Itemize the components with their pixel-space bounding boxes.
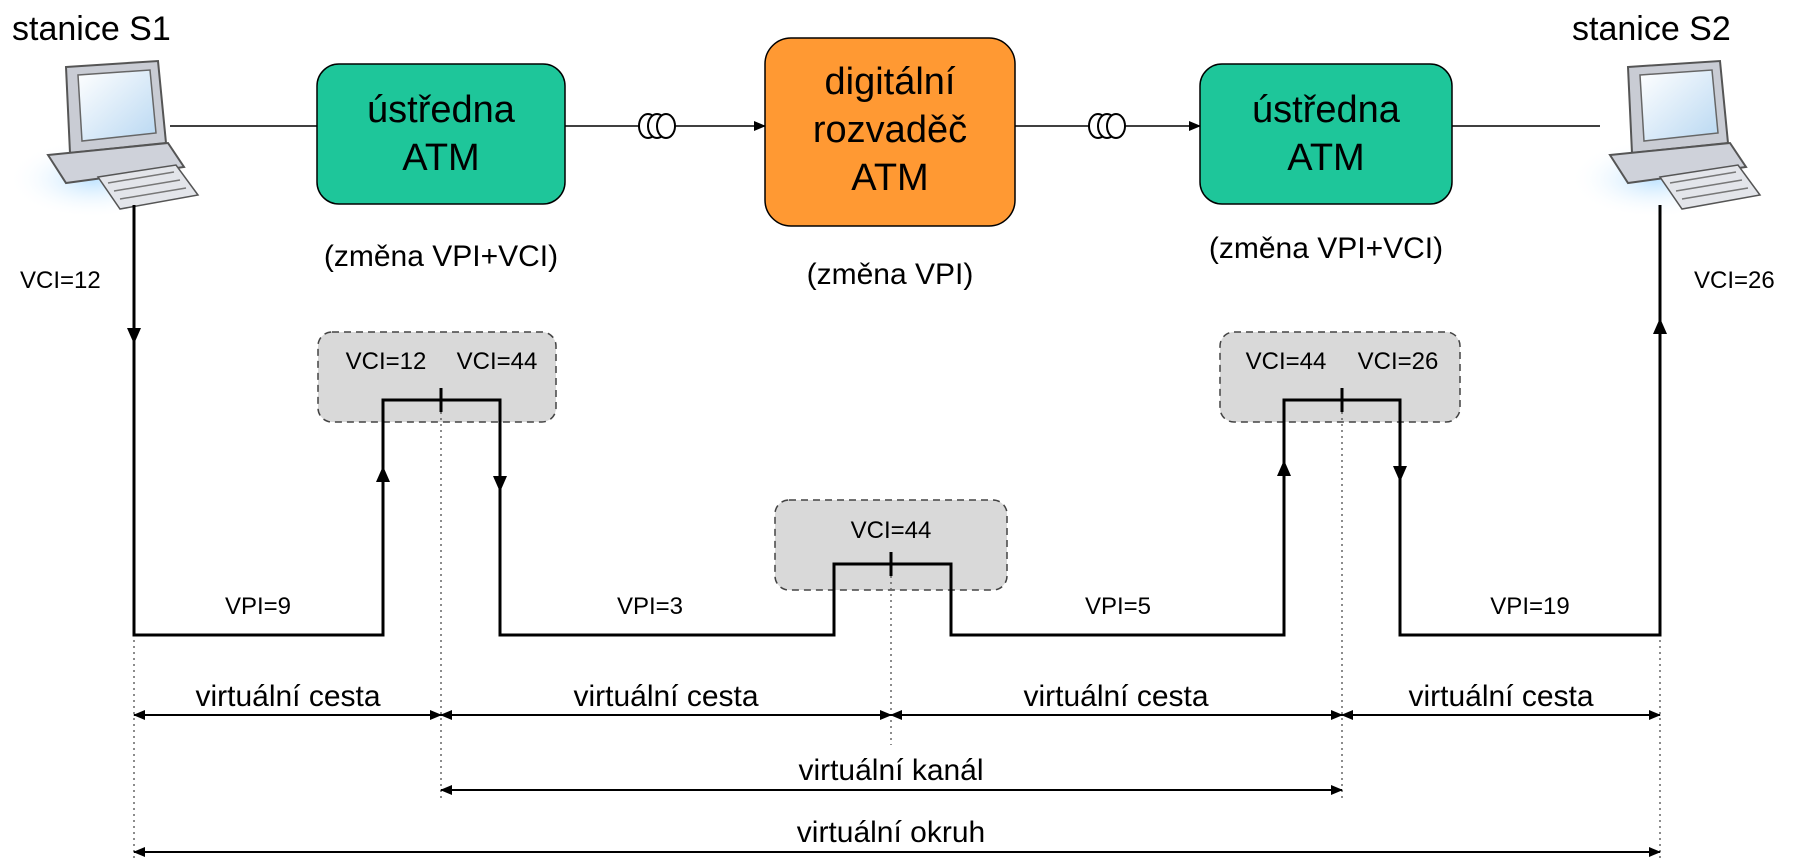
span-path-3-label: virtuální cesta <box>1023 680 1208 713</box>
digital-crossconnect-line1: digitální <box>825 61 956 103</box>
vpi-label-2: VPI=3 <box>617 593 683 620</box>
vpi-label-4: VPI=19 <box>1490 593 1569 620</box>
vpi-label-1: VPI=9 <box>225 593 291 620</box>
computer-icon <box>1570 59 1762 215</box>
vci-box1-in: VCI=12 <box>346 348 427 375</box>
atm-switch-1-line1: ústředna <box>367 89 516 131</box>
span-path-1-label: virtuální cesta <box>195 680 380 713</box>
span-path-2-label: virtuální cesta <box>573 680 758 713</box>
fiber-coil-icon <box>638 113 676 139</box>
digital-crossconnect-box <box>764 37 1016 227</box>
atm-switch-2-box <box>1199 63 1453 205</box>
computer-icon <box>8 59 200 215</box>
vci-box1-out: VCI=44 <box>457 348 538 375</box>
vci-s2-label: VCI=26 <box>1694 267 1775 294</box>
atm-switch-2-line1: ústředna <box>1252 89 1401 131</box>
atm-switch-2-line2: ATM <box>1287 137 1364 179</box>
atm-switch-2-note: (změna VPI+VCI) <box>1209 232 1443 265</box>
direction-arrows <box>127 318 1667 492</box>
span-arrows <box>133 710 1661 857</box>
station-s2: stanice S2 <box>1570 10 1762 215</box>
vci-box-switch1 <box>317 331 557 423</box>
vci-box2-label: VCI=44 <box>851 517 932 544</box>
vci-s1-label: VCI=12 <box>20 267 101 294</box>
atm-switch-1-line2: ATM <box>402 137 479 179</box>
vci-box-switch2 <box>1219 331 1461 423</box>
digital-crossconnect-line2: rozvaděč <box>813 109 967 151</box>
guide-lines <box>133 412 1661 858</box>
station-s2-label: stanice S2 <box>1572 10 1731 48</box>
atm-switch-1: ústředna ATM (změna VPI+VCI) <box>316 63 566 273</box>
station-s1-label: stanice S1 <box>12 10 171 48</box>
station-s1: stanice S1 <box>8 10 200 215</box>
digital-crossconnect-line3: ATM <box>851 157 928 199</box>
vci-box3-out: VCI=26 <box>1358 348 1439 375</box>
atm-switch-2: ústředna ATM (změna VPI+VCI) <box>1199 63 1453 265</box>
span-channel-label: virtuální kanál <box>798 754 983 787</box>
vci-box3-in: VCI=44 <box>1246 348 1327 375</box>
fiber-coil-icon <box>1088 113 1126 139</box>
atm-switch-1-box <box>316 63 566 205</box>
span-path-4-label: virtuální cesta <box>1408 680 1593 713</box>
digital-crossconnect-note: (změna VPI) <box>807 258 974 291</box>
span-circuit-label: virtuální okruh <box>797 816 985 849</box>
digital-crossconnect: digitální rozvaděč ATM (změna VPI) <box>764 37 1016 291</box>
atm-switch-1-note: (změna VPI+VCI) <box>324 240 558 273</box>
vpi-label-3: VPI=5 <box>1085 593 1151 620</box>
